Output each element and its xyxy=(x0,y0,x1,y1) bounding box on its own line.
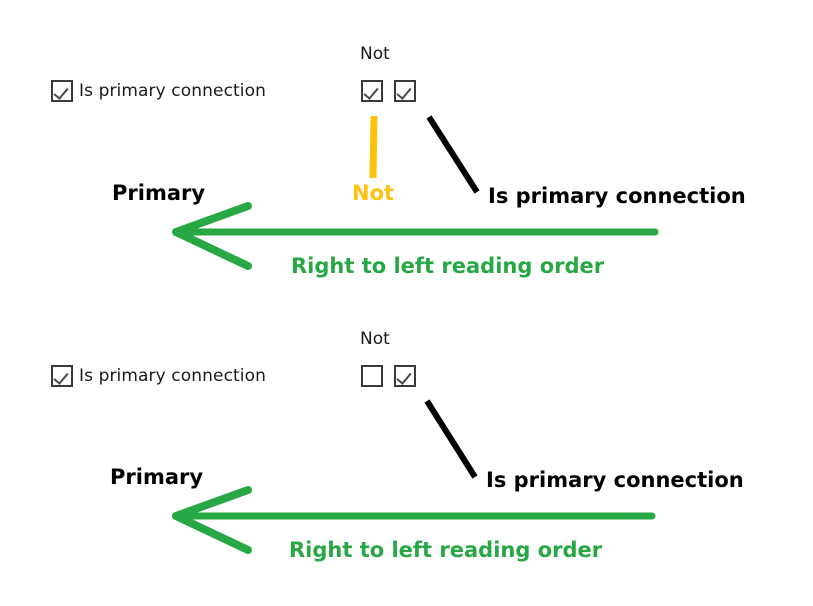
is-primary-checkbox-top[interactable] xyxy=(394,80,416,102)
not-checkbox-bottom[interactable] xyxy=(361,365,383,387)
annotation-not-top: Not xyxy=(352,181,395,205)
annotation-is-primary-connection-top: Is primary connection xyxy=(488,184,746,208)
panel-bottom: Not Is primary connection Primary Is pri… xyxy=(0,285,813,588)
is-primary-checkbox-bottom[interactable] xyxy=(394,365,416,387)
annotation-primary-top: Primary xyxy=(112,181,206,205)
is-primary-connection-label: Is primary connection xyxy=(79,81,266,101)
is-primary-connection-checkbox[interactable] xyxy=(51,365,73,387)
left-checkbox-row-top[interactable]: Is primary connection xyxy=(51,80,266,102)
checkbox-pair-bottom xyxy=(361,365,416,387)
not-checkbox-top[interactable] xyxy=(361,80,383,102)
left-checkbox-row-bottom[interactable]: Is primary connection xyxy=(51,365,266,387)
annotation-is-primary-connection-bottom: Is primary connection xyxy=(486,468,744,492)
not-caption-bottom: Not xyxy=(360,329,390,349)
annotation-reading-order-top: Right to left reading order xyxy=(291,254,605,278)
checkbox-pair-top xyxy=(361,80,416,102)
is-primary-connection-checkbox[interactable] xyxy=(51,80,73,102)
annotation-primary-bottom: Primary xyxy=(110,465,204,489)
is-primary-connection-label: Is primary connection xyxy=(79,366,266,386)
not-caption-top: Not xyxy=(360,44,390,64)
panel-top: Not Is primary connection Primary Not Is… xyxy=(0,0,813,303)
annotation-reading-order-bottom: Right to left reading order xyxy=(289,538,603,562)
